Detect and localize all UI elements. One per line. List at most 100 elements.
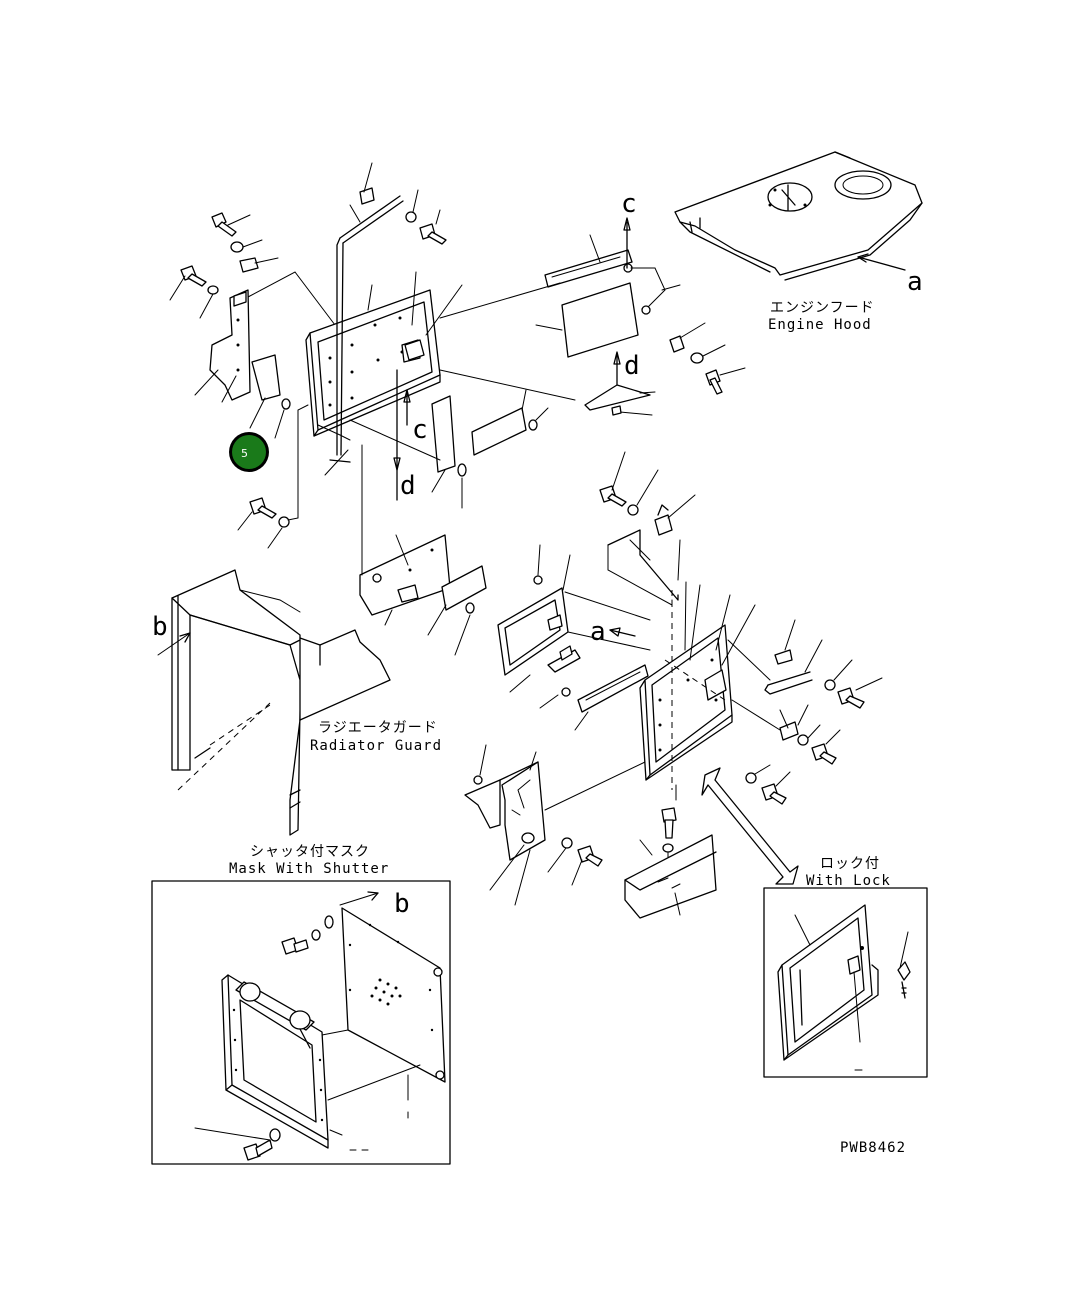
nut[interactable] [473,775,483,785]
bolt-left[interactable] [180,265,207,287]
leader-line [529,751,537,771]
leader-line [237,511,253,531]
triangle-bracket[interactable] [584,384,651,411]
leader-line [194,1127,271,1141]
shutter-frame[interactable] [221,974,329,1149]
door-frame-right[interactable] [639,624,733,781]
triangle-plate[interactable] [251,354,281,401]
leader-line [267,527,283,549]
washer[interactable] [207,285,219,295]
hook-clip[interactable] [654,504,673,536]
bolt-right[interactable] [705,369,723,395]
washer[interactable] [311,929,321,941]
leader-line [349,204,361,223]
assembly-line [544,761,646,811]
nut[interactable] [528,419,538,431]
nut[interactable] [561,687,571,697]
washer[interactable] [230,241,244,253]
door-rod[interactable] [607,529,679,601]
side-plate[interactable] [431,395,456,473]
ref-letter-b-detail: b [394,889,410,919]
bolt-vertical[interactable] [661,807,677,839]
radiator-guard-label-jp: ラジエータガード [318,720,438,736]
washer[interactable] [269,1128,281,1142]
rod-foot [329,459,351,463]
leader-line [857,256,906,271]
small-latch[interactable] [779,721,799,741]
leader-line [571,859,583,886]
latch-bracket[interactable] [547,645,581,673]
seal-strip-door[interactable] [577,664,649,713]
leader-line [157,632,191,656]
shutter-bolt[interactable] [281,937,309,955]
washer[interactable] [690,352,704,364]
fastener-clip-right[interactable] [669,335,685,353]
leader-line [242,239,263,248]
nut[interactable] [281,398,291,410]
leader-line [775,771,791,787]
bolt-bottom[interactable] [577,845,603,867]
bolt-lower-left[interactable] [249,497,277,519]
top-plate[interactable] [561,282,639,358]
leader-line [221,375,237,403]
leader-line [427,604,447,636]
rod-clip[interactable] [359,187,375,205]
washer[interactable] [278,516,290,528]
bolt-right-1[interactable] [837,687,865,709]
washer[interactable] [561,837,573,849]
assembly-line [239,589,301,613]
direction-arrow-a [609,629,636,637]
leader-line [853,971,861,1043]
bolt-mid-right[interactable] [599,485,627,507]
small-cover[interactable] [441,565,487,611]
washer[interactable] [824,679,836,691]
nut[interactable] [372,573,382,583]
nut[interactable] [533,575,543,585]
leader-line [630,267,666,311]
lower-bracket[interactable] [464,761,546,861]
shutter-panel[interactable] [341,907,446,1083]
washer[interactable] [745,772,757,784]
leader-line [431,469,446,493]
engine-hood[interactable] [674,151,923,281]
washer[interactable] [797,734,809,746]
support-rod[interactable] [336,195,404,456]
washer[interactable] [324,915,334,929]
nut[interactable] [465,602,475,614]
leader-line [784,619,796,651]
washer[interactable] [627,504,639,516]
direction-arrow-head [403,389,411,403]
bolt-top-left[interactable] [211,212,237,237]
shutter-bolt-bottom[interactable] [243,1139,273,1161]
leader-line [619,411,653,416]
ref-letter-c-top: c [621,189,637,219]
nut[interactable] [641,305,651,315]
small-clip[interactable] [611,405,622,416]
leader-arrow [367,891,379,901]
clip-top-left[interactable] [239,257,259,273]
washer[interactable] [405,211,417,223]
assembly-line [349,419,441,461]
leader-line [411,271,417,326]
leader-line [329,1129,343,1136]
nut[interactable] [457,463,467,477]
radiator-guard[interactable] [171,569,391,836]
assembly-line [439,282,561,319]
latch-block[interactable] [404,339,425,361]
bolt-right-2[interactable] [811,743,837,765]
drawing-number: PWB8462 [840,1140,906,1156]
seal-strip[interactable] [544,249,633,288]
leader-line [537,544,541,576]
lower-cover-plate[interactable] [471,407,527,456]
bolt-right-3[interactable] [761,783,787,805]
hinge-plate[interactable] [359,534,451,616]
callout-marker-5[interactable]: 5 [229,432,269,472]
lock-door-frame[interactable] [777,904,879,1061]
washer[interactable] [662,843,674,853]
bottom-cover[interactable] [624,834,717,919]
left-bracket[interactable] [209,289,251,401]
hinge-strap[interactable] [764,649,813,695]
bolt-top[interactable] [419,223,447,245]
key-lock[interactable] [847,946,911,999]
